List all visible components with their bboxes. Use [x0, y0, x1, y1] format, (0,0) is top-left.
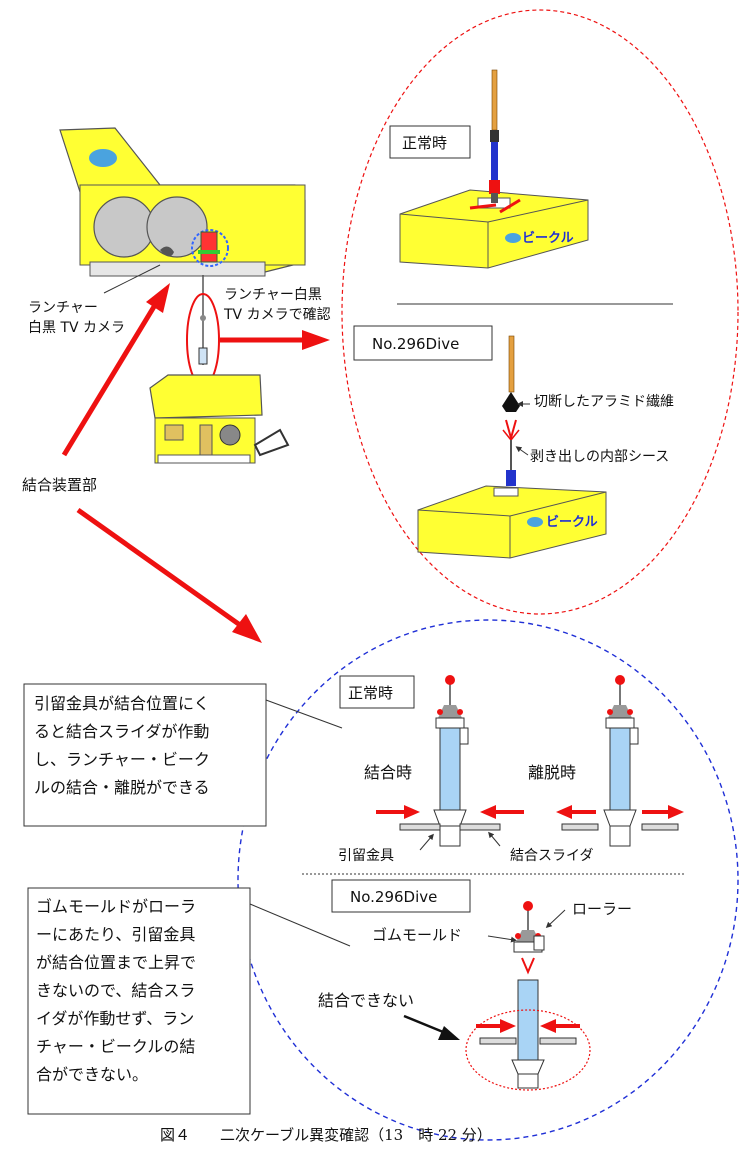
highlight-circle-blue [191, 229, 229, 267]
note-top-line: ルの結合・離脱ができる [34, 778, 210, 797]
normal-top-label: 正常時 [402, 134, 447, 152]
vehicle-block-dive [417, 335, 607, 559]
dive-bottom-label: No.296Dive [350, 888, 437, 906]
confirm-label-1: ランチャー白黒 [224, 287, 322, 303]
dive-top-label: No.296Dive [372, 335, 459, 353]
mechanism-coupled [376, 675, 524, 847]
note-bottom-line: チャー・ビークルの結 [36, 1037, 195, 1056]
note-top-text: 引留金具が結合位置にく ると結合スライダが作動 し、ランチャー・ビーク ルの結合… [34, 694, 210, 797]
note-top-line: ると結合スライダが作動 [34, 722, 209, 741]
vehicle-text-bottom: ビークル [546, 514, 598, 530]
normal-top-box [389, 125, 471, 159]
red-arrows [61, 283, 330, 643]
vehicle-illustration [149, 374, 290, 464]
normal-bottom-label: 正常時 [348, 684, 393, 702]
sheath-pointer [515, 446, 529, 456]
cannot-couple-arrow-head [438, 1026, 460, 1040]
launcher-illustration [59, 127, 306, 277]
note-bottom-line: イダが作動せず、ラン [36, 1009, 194, 1028]
note-top-line: 引留金具が結合位置にく [34, 694, 210, 713]
released-label: 離脱時 [528, 763, 576, 782]
note-bottom-line: が結合位置まで上昇で [36, 953, 196, 972]
detail-ellipse-bottom [237, 619, 739, 1141]
dive-bottom-box [331, 879, 471, 913]
rubber-mold-label: ゴムモールド [372, 926, 462, 944]
note-bottom-text: ゴムモールドがローラ ーにあたり、引留金具 が結合位置まで上昇で きないので、結… [36, 897, 196, 1084]
note-box-top [23, 683, 267, 827]
cannot-couple-label: 結合できない [318, 991, 414, 1010]
note-top-pointer [265, 699, 343, 729]
detail-ellipse-top [341, 9, 739, 615]
coupled-label: 結合時 [364, 763, 412, 782]
note-bottom-line: ゴムモールドがローラ [36, 897, 196, 916]
normal-bottom-box [339, 675, 415, 709]
retainer-pointer [419, 833, 434, 851]
mechanism-released [556, 675, 684, 847]
launcher-camera-label-2: 白黒 TV カメラ [28, 320, 125, 336]
note-box-bottom [27, 887, 251, 1115]
dive-top-box [353, 325, 493, 361]
cannot-couple-arrow-shaft [403, 1014, 449, 1036]
note-bottom-pointer [249, 903, 351, 947]
exposed-sheath-label: 剥き出しの内部シース [530, 449, 669, 465]
figure-caption: 図４ 二次ケーブル異変確認（13 時 22 分） [160, 1126, 492, 1144]
roller-pointer [545, 909, 566, 929]
mechanism-faulty [465, 901, 591, 1091]
vehicle-block-normal [399, 69, 589, 269]
slider-label: 結合スライダ [510, 848, 593, 864]
note-bottom-line: きないので、結合スラ [36, 981, 195, 1000]
logo-emblem [89, 149, 117, 167]
note-top-line: し、ランチャー・ビーク [34, 750, 210, 769]
confirm-label-2: TV カメラで確認 [223, 307, 331, 323]
vehicle-text-top: ビークル [522, 230, 574, 246]
note-bottom-line: 合ができない。 [36, 1065, 148, 1084]
roller-label: ローラー [572, 900, 632, 918]
camera-pointer [103, 264, 161, 294]
retainer-label: 引留金具 [338, 848, 394, 864]
coupling-device-label: 結合装置部 [22, 476, 97, 494]
rubber-mold-pointer [487, 935, 517, 943]
cut-fiber-label: 切断したアラミド繊維 [534, 394, 674, 410]
note-bottom-line: ーにあたり、引留金具 [36, 925, 195, 944]
launcher-camera-label-1: ランチャー [28, 300, 98, 316]
slider-pointer [488, 831, 501, 847]
